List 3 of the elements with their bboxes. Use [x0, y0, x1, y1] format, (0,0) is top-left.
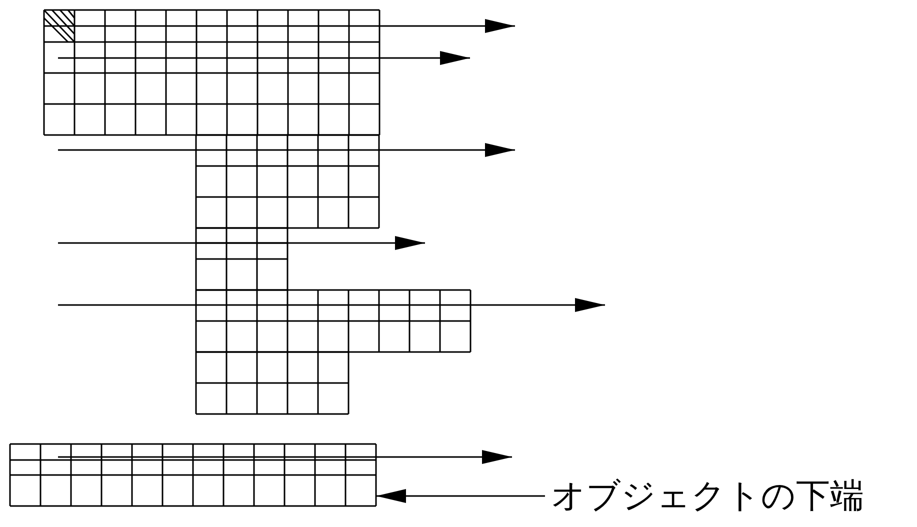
grid-drawing: [10, 444, 376, 506]
leader-line: [376, 489, 545, 503]
callout-text: オブジェクトの下端: [545, 479, 864, 513]
